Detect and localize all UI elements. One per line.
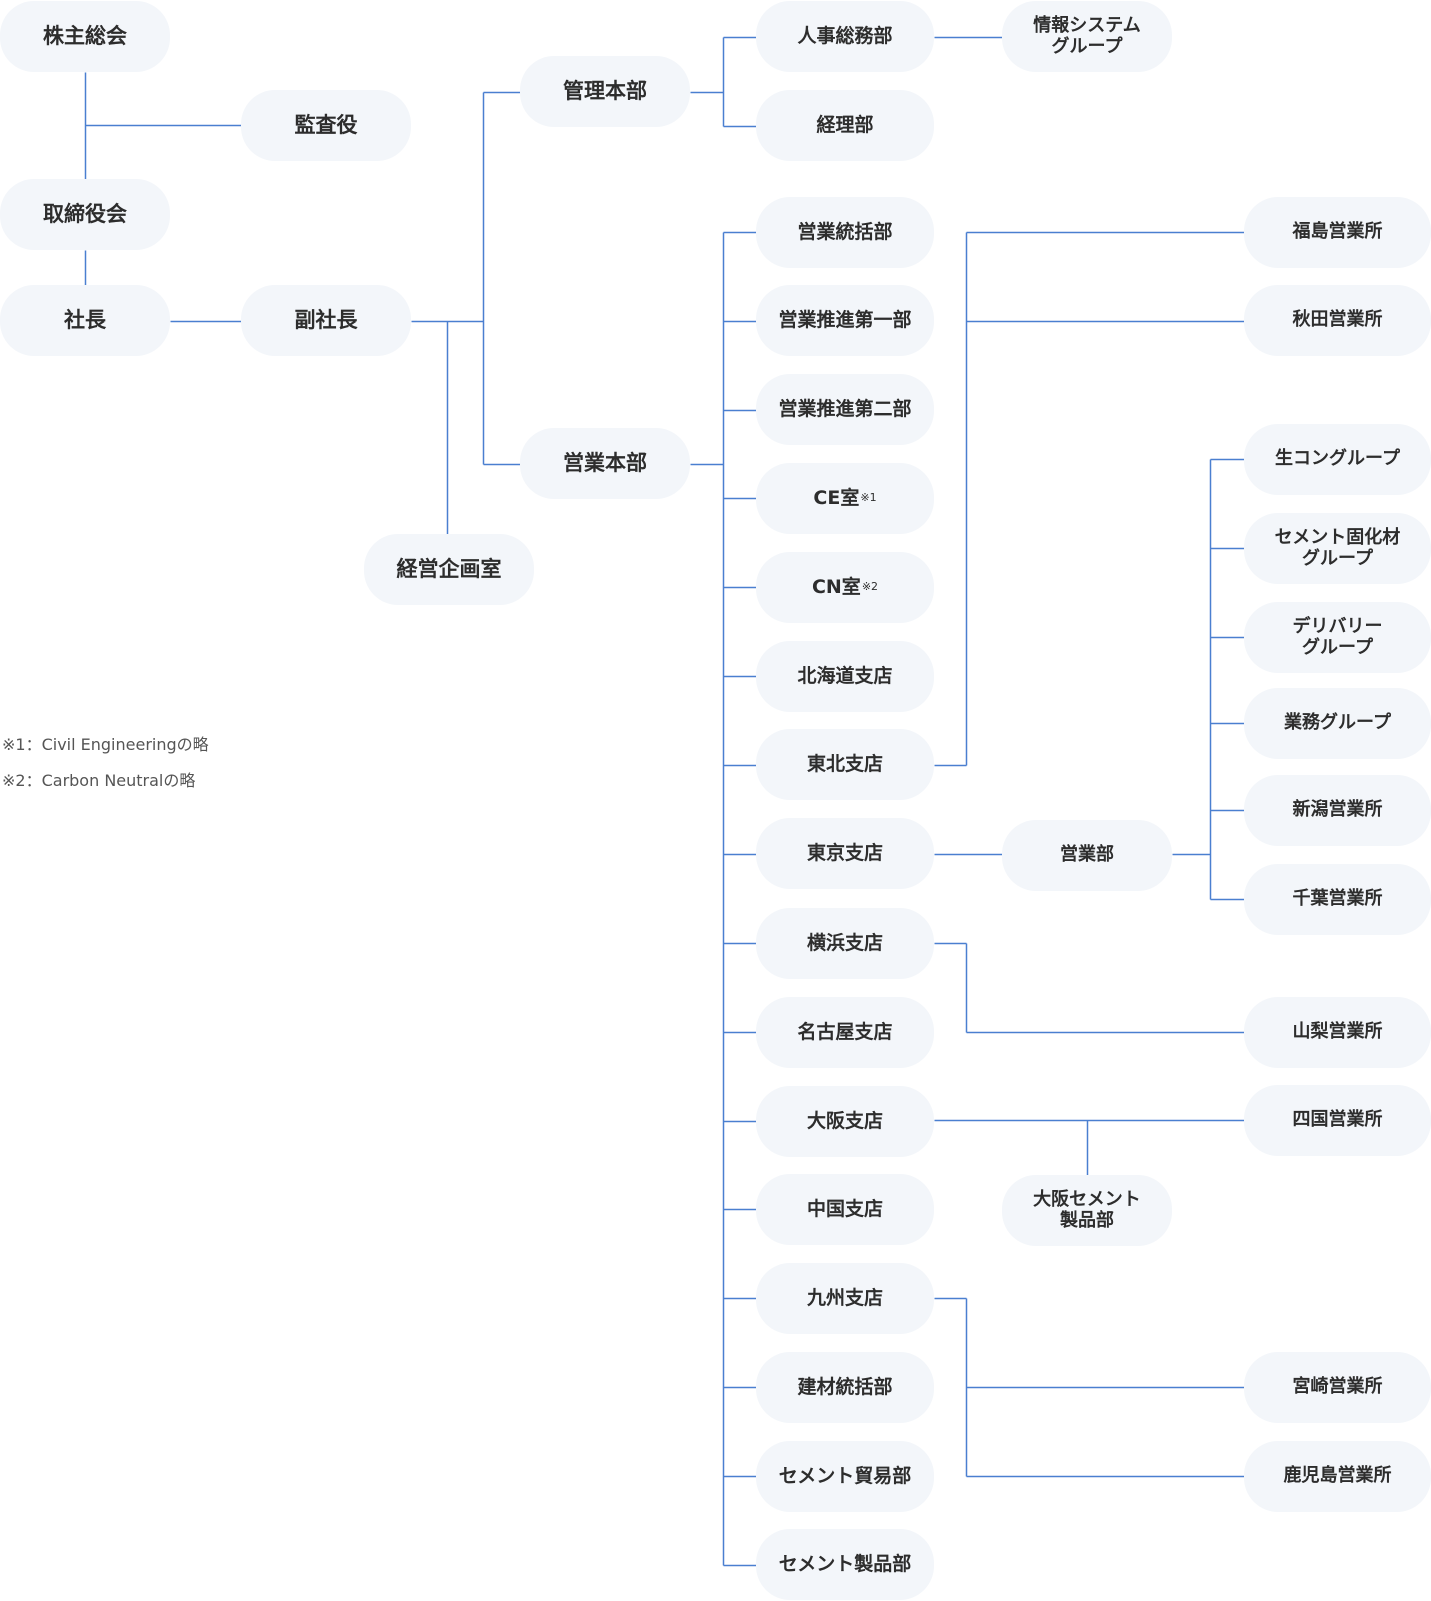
node-shareholders: 株主総会 [0,1,170,72]
node-president: 社長 [0,285,170,356]
node-promo2: 営業推進第二部 [756,374,934,445]
node-niigata: 新潟営業所 [1244,775,1431,846]
node-nagoya: 名古屋支店 [756,997,934,1068]
node-gyomu: 業務グループ [1244,688,1431,759]
node-admin-hq: 管理本部 [520,56,690,127]
node-tokyo: 東京支店 [756,818,934,889]
node-yamanashi: 山梨営業所 [1244,997,1431,1068]
node-tokyo-sales: 営業部 [1002,820,1172,891]
node-cement-products: セメント製品部 [756,1529,934,1600]
node-miyazaki: 宮崎営業所 [1244,1352,1431,1423]
node-yokohama: 横浜支店 [756,908,934,979]
node-hr: 人事総務部 [756,1,934,72]
footnote-1: ※1：Civil Engineeringの略 [2,735,209,754]
node-building: 建材統括部 [756,1352,934,1423]
node-chiba: 千葉営業所 [1244,864,1431,935]
node-akita: 秋田営業所 [1244,285,1431,356]
node-accounting: 経理部 [756,90,934,161]
node-board: 取締役会 [0,179,170,250]
footnote-2: ※2：Carbon Neutralの略 [2,771,196,790]
node-promo1: 営業推進第一部 [756,285,934,356]
node-sales-hq: 営業本部 [520,428,690,499]
cn-note-mark: ※2 [861,580,879,594]
node-planning: 経営企画室 [364,534,534,605]
node-cn-room: CN室※2 [756,552,934,623]
node-hokkaido: 北海道支店 [756,641,934,712]
node-infosys: 情報システム グループ [1002,1,1172,72]
node-fukushima: 福島営業所 [1244,197,1431,268]
node-kagoshima: 鹿児島営業所 [1244,1441,1431,1512]
node-cement-solid: セメント固化材 グループ [1244,513,1431,584]
node-chugoku: 中国支店 [756,1174,934,1245]
node-tohoku: 東北支店 [756,729,934,800]
node-kyushu: 九州支店 [756,1263,934,1334]
node-cement-trade: セメント貿易部 [756,1441,934,1512]
node-shikoku: 四国営業所 [1244,1085,1431,1156]
node-delivery: デリバリー グループ [1244,602,1431,673]
node-osaka: 大阪支店 [756,1086,934,1157]
node-namacon: 生コングループ [1244,424,1431,495]
node-sales-control: 営業統括部 [756,197,934,268]
node-osaka-cement: 大阪セメント 製品部 [1002,1175,1172,1246]
node-vice-president: 副社長 [241,285,411,356]
node-ce-room: CE室※1 [756,463,934,534]
ce-note-mark: ※1 [860,491,877,505]
node-auditor: 監査役 [241,90,411,161]
